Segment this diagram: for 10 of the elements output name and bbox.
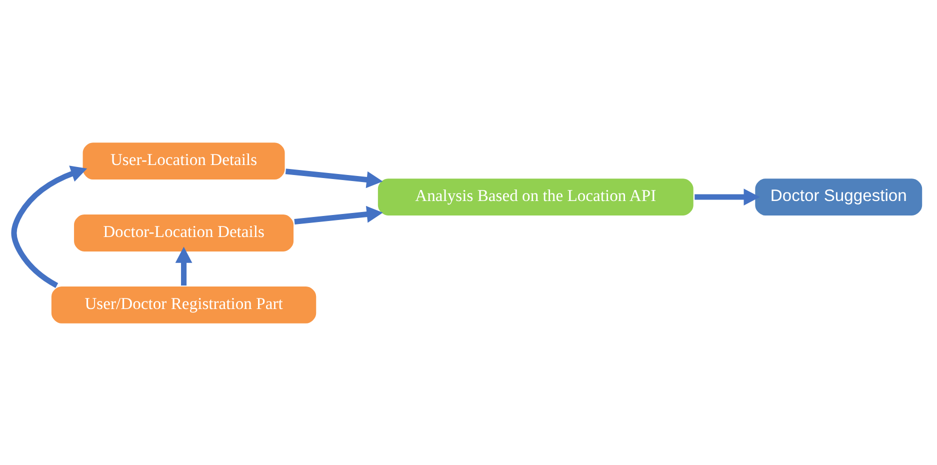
node-box: User/Doctor Registration Part <box>50 284 318 325</box>
arrow <box>294 205 383 224</box>
arrow <box>175 246 192 286</box>
node-box: User-Location Details <box>80 140 287 181</box>
node-box: Doctor-Location Details <box>72 212 296 253</box>
arrow <box>694 188 760 205</box>
arrow <box>285 168 383 188</box>
arrow <box>11 165 88 288</box>
node-box: Analysis Based on the Location API <box>376 176 696 217</box>
node-box: Doctor Suggestion <box>753 176 924 217</box>
